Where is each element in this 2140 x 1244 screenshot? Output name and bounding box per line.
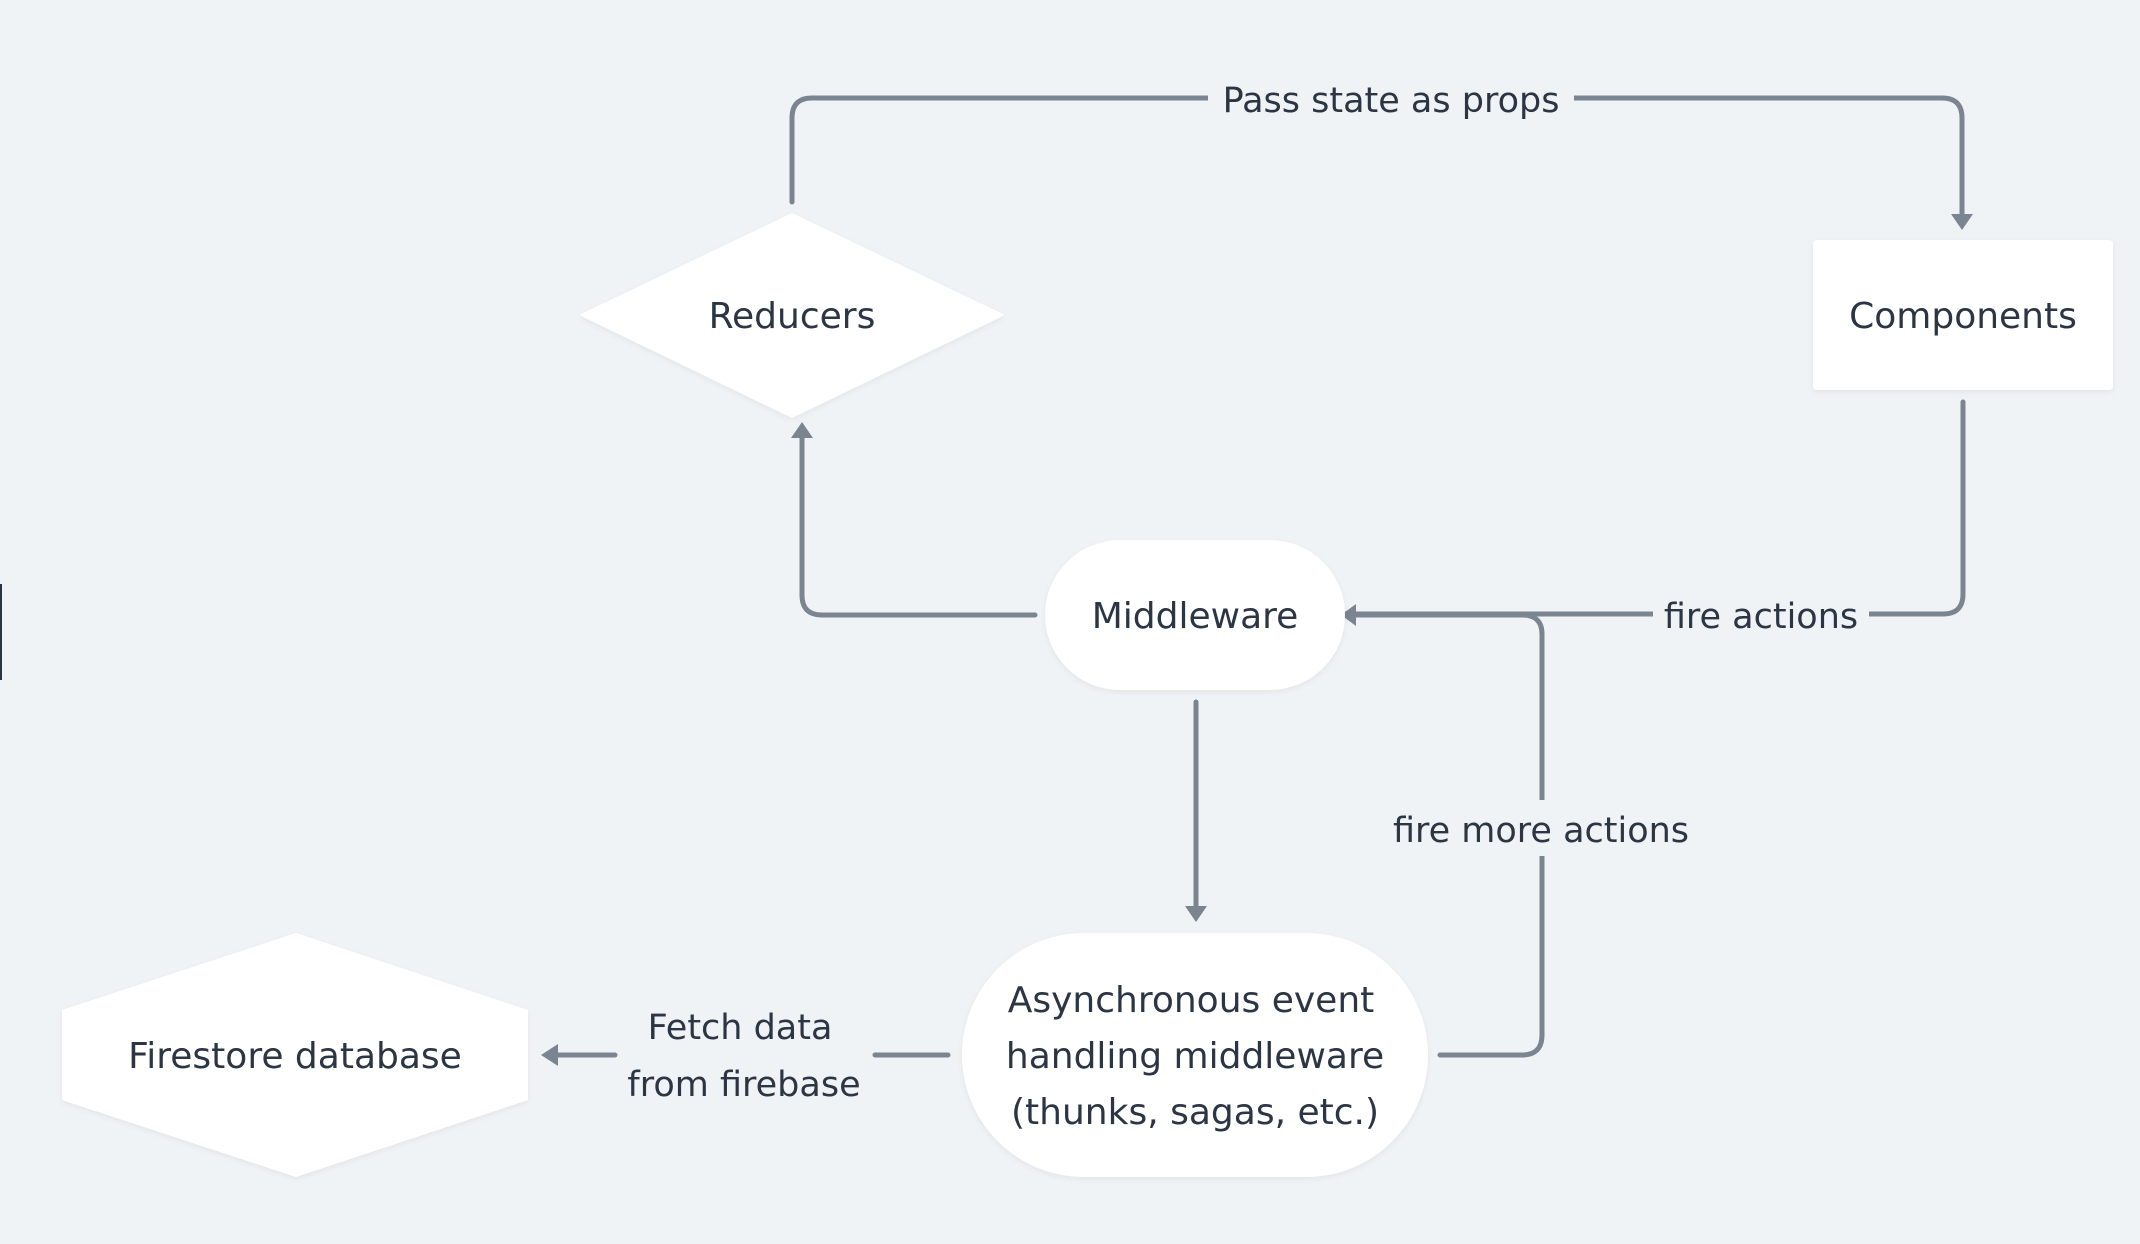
label-pass-state: Pass state as props: [1223, 81, 1560, 121]
node-firestore: Firestore database: [62, 933, 528, 1177]
label-fetch-data-line2: from firebase: [627, 1065, 860, 1105]
async-label-line3: (thunks, sagas, etc.): [1011, 1092, 1379, 1133]
node-middleware: Middleware: [1045, 540, 1345, 690]
edge-fire-actions: [1377, 399, 1966, 617]
node-reducers: Reducers: [579, 213, 1005, 418]
label-fire-actions: fire actions: [1664, 597, 1858, 637]
middleware-label: Middleware: [1092, 596, 1299, 637]
node-async-middleware: Asynchronous event handling middleware (…: [962, 933, 1428, 1177]
arrowhead-to-async: [1185, 906, 1207, 922]
async-label-line2: handling middleware: [1006, 1036, 1384, 1077]
arrowhead-to-reducers: [791, 422, 813, 438]
async-label-line1: Asynchronous event: [1008, 980, 1375, 1021]
arrowhead-to-components: [1951, 214, 1973, 230]
node-components: Components: [1813, 240, 2113, 390]
edge-to-reducers: [799, 429, 1038, 618]
firestore-label: Firestore database: [128, 1036, 462, 1077]
arrowhead-to-firestore: [541, 1044, 558, 1066]
label-fetch-data-line1: Fetch data: [648, 1008, 833, 1048]
components-label: Components: [1849, 296, 2077, 337]
label-fire-more-actions: fire more actions: [1393, 811, 1689, 851]
reducers-label: Reducers: [709, 296, 876, 337]
